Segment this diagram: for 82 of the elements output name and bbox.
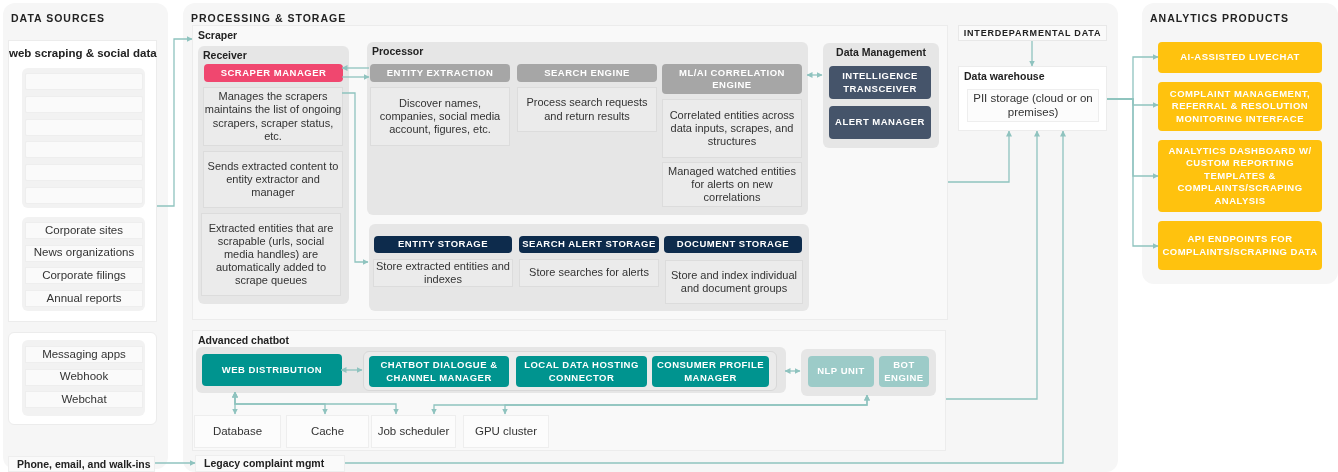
source-box: News organizations bbox=[25, 244, 143, 262]
source-box: Webchat bbox=[25, 391, 143, 409]
section-title: DATA SOURCES bbox=[11, 12, 106, 24]
connector-arrow bbox=[806, 72, 823, 78]
section-panel bbox=[3, 3, 168, 469]
source-box: Webhook bbox=[25, 368, 143, 386]
component-label: COMPLAINT MANAGEMENT, REFERRAL & RESOLUTION MONITORING INTERFACE bbox=[1158, 82, 1322, 131]
group-title: Data Management bbox=[835, 46, 927, 58]
group-title: Scraper bbox=[198, 29, 238, 41]
description-box: Sends extracted content to entity extractor and manager bbox=[203, 151, 343, 208]
component-label: SEARCH ENGINE bbox=[517, 64, 657, 82]
section-panel bbox=[1142, 3, 1338, 284]
component-label: BOT ENGINE bbox=[879, 356, 929, 387]
component-label: SCRAPER MANAGER bbox=[204, 64, 343, 82]
source-box: Legacy complaint mgmt bbox=[195, 455, 345, 472]
data-label-box: INTERDEPARMENTAL DATA bbox=[958, 25, 1107, 41]
component-label: CONSUMER PROFILE MANAGER bbox=[652, 356, 769, 387]
group-panel bbox=[823, 43, 939, 148]
connector-arrow bbox=[1029, 40, 1035, 67]
group-panel bbox=[198, 46, 349, 304]
component-label: ANALYTICS DASHBOARD W/ CUSTOM REPORTING TEMPLATES & COMPLAINTS/SCRAPING ANALYSIS bbox=[1158, 140, 1322, 212]
connector-arrow bbox=[344, 130, 1066, 464]
group-panel bbox=[367, 42, 808, 215]
component-label: ML/AI CORRELATION ENGINE bbox=[662, 64, 802, 94]
description-box: Manages the scrapers maintains the list of ongoing scrapers, scraper status, etc. bbox=[203, 87, 343, 146]
group-panel bbox=[196, 347, 786, 393]
component-label: API ENDPOINTS FOR COMPLAINTS/SCRAPING DATA bbox=[1158, 221, 1322, 270]
component-label: NLP UNIT bbox=[808, 356, 874, 387]
source-box: Annual reports bbox=[25, 289, 143, 307]
group-title: Processor bbox=[372, 45, 424, 57]
source-box: Messaging apps bbox=[25, 346, 143, 363]
component-box: Cache bbox=[286, 415, 369, 448]
description-box: Store and index individual and document groups bbox=[665, 260, 803, 304]
connector-arrow bbox=[945, 130, 1040, 400]
description-box: Correlated entities across data inputs, scrapes, and structures bbox=[662, 99, 802, 158]
section-title: ANALYTICS PRODUCTS bbox=[1150, 12, 1289, 24]
connector-arrow bbox=[156, 36, 193, 207]
component-label: WEB DISTRIBUTION bbox=[202, 354, 342, 386]
connector-arrow bbox=[341, 92, 369, 265]
connector-arrow bbox=[340, 367, 363, 373]
connector-arrow bbox=[947, 130, 1012, 183]
component-label: CHATBOT DIALOGUE & CHANNEL MANAGER bbox=[369, 356, 509, 387]
component-label: ENTITY EXTRACTION bbox=[370, 64, 510, 82]
description-box: Process search requests and return results bbox=[517, 87, 657, 132]
component-label: ALERT MANAGER bbox=[829, 106, 931, 139]
section-title: PROCESSING & STORAGE bbox=[191, 12, 347, 24]
group-panel bbox=[363, 351, 777, 391]
description-box: Store searches for alerts bbox=[519, 259, 659, 287]
group-panel bbox=[801, 349, 936, 396]
group-title: Receiver bbox=[203, 49, 247, 61]
component-label: LOCAL DATA HOSTING CONNECTOR bbox=[516, 356, 647, 387]
source-box: Corporate sites bbox=[25, 222, 143, 239]
connector-arrow bbox=[341, 65, 370, 71]
connector-arrow bbox=[341, 74, 370, 80]
description-box: Discover names, companies, social media account, figures, etc. bbox=[370, 87, 510, 146]
description-box: Managed watched entities for alerts on new correlations bbox=[662, 162, 802, 207]
connector-arrow bbox=[784, 368, 801, 374]
component-label: INTELLIGENCE TRANSCEIVER bbox=[829, 66, 931, 99]
connector-arrow bbox=[232, 391, 399, 415]
source-box: Phone, email, and walk-ins bbox=[8, 456, 155, 472]
connector-arrow bbox=[154, 460, 196, 466]
component-label: DOCUMENT STORAGE bbox=[664, 236, 802, 253]
component-box: GPU cluster bbox=[463, 415, 549, 448]
group-panel bbox=[369, 224, 809, 311]
group-panel bbox=[8, 40, 157, 322]
description-box: Store extracted entities and indexes bbox=[373, 259, 513, 287]
group-panel bbox=[192, 25, 948, 320]
component-box: PII storage (cloud or on premises) bbox=[967, 89, 1099, 122]
group-title: Advanced chatbot bbox=[198, 334, 289, 346]
component-label: AI-ASSISTED LIVECHAT bbox=[1158, 42, 1322, 73]
source-box: Corporate filings bbox=[25, 267, 143, 285]
connector-arrow bbox=[502, 394, 870, 415]
group-title: web scraping & social data bbox=[9, 47, 156, 59]
component-label: ENTITY STORAGE bbox=[374, 236, 512, 253]
group-title: Data warehouse bbox=[964, 70, 1045, 82]
component-label: SEARCH ALERT STORAGE bbox=[519, 236, 659, 253]
description-box: Extracted entities that are scrapable (urls, social media handles) are automatically added to scrape queues bbox=[201, 213, 341, 296]
section-panel bbox=[183, 3, 1118, 472]
group-panel bbox=[192, 330, 946, 451]
component-box: Database bbox=[194, 415, 281, 448]
group-panel bbox=[958, 66, 1107, 131]
component-box: Job scheduler bbox=[371, 415, 456, 448]
